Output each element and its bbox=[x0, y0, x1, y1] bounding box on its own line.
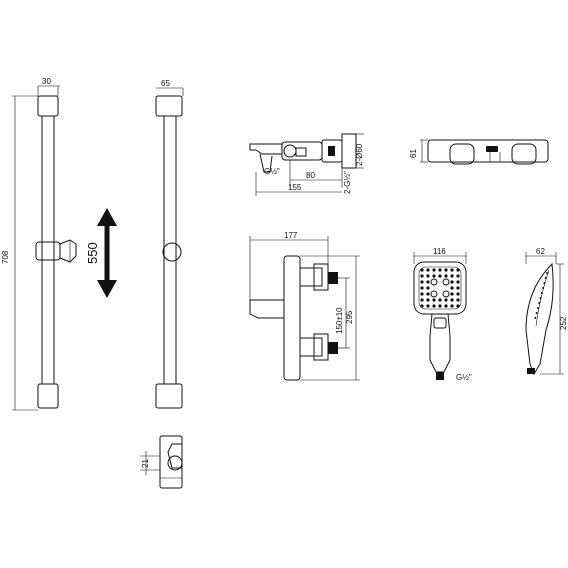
spray-nozzle bbox=[426, 268, 430, 272]
spray-nozzle bbox=[456, 274, 460, 278]
side-nozzle bbox=[534, 317, 537, 319]
rail-width-label: 30 bbox=[42, 77, 51, 86]
spray-nozzle bbox=[444, 274, 448, 278]
handshower-front-view: 116 G½" bbox=[413, 247, 472, 382]
side-nozzle bbox=[536, 307, 539, 309]
bath-mixer-top-view: 61 bbox=[409, 139, 549, 165]
spray-nozzle bbox=[444, 268, 448, 272]
spray-nozzle bbox=[426, 274, 430, 278]
spray-nozzle bbox=[426, 298, 430, 302]
rail-side-view: 65 bbox=[155, 79, 184, 409]
vertical-mixer-depth-label: 177 bbox=[284, 231, 298, 240]
spray-nozzle bbox=[426, 292, 430, 296]
holder-detail-view: 21 bbox=[140, 435, 183, 489]
spray-nozzle bbox=[456, 286, 460, 290]
spray-nozzle bbox=[438, 304, 442, 308]
bracket-depth-label: 65 bbox=[161, 79, 170, 88]
slide-travel-label: 550 bbox=[85, 242, 100, 264]
spray-nozzle bbox=[432, 304, 436, 308]
spray-nozzle bbox=[420, 280, 424, 284]
holder-offset-label: 21 bbox=[141, 459, 150, 468]
side-nozzles bbox=[534, 272, 548, 319]
spray-nozzle bbox=[450, 298, 454, 302]
mixer-inlet-thread-label: 2-G½" bbox=[343, 171, 352, 194]
spray-nozzle bbox=[438, 298, 442, 302]
rail-length-label: 708 bbox=[1, 250, 10, 264]
spray-nozzle bbox=[450, 286, 454, 290]
side-nozzle bbox=[542, 287, 545, 289]
spray-nozzle bbox=[438, 268, 442, 272]
spray-nozzle bbox=[450, 274, 454, 278]
spray-nozzle bbox=[420, 286, 424, 290]
spray-nozzle bbox=[432, 274, 436, 278]
side-nozzle bbox=[539, 297, 542, 299]
mixer-height-label: 61 bbox=[409, 149, 418, 158]
spray-nozzle bbox=[444, 304, 448, 308]
vertical-mixer-centers-label: 150±10 bbox=[335, 307, 344, 334]
vertical-mixer-height-label: 295 bbox=[345, 310, 354, 324]
spray-nozzle bbox=[456, 280, 460, 284]
slide-travel-indicator: 550 bbox=[85, 208, 117, 298]
side-nozzle bbox=[538, 302, 541, 304]
handshower-length-label: 252 bbox=[559, 316, 568, 330]
spray-nozzle bbox=[456, 292, 460, 296]
spray-nozzle bbox=[420, 298, 424, 302]
side-nozzle bbox=[544, 277, 547, 279]
spray-nozzle bbox=[426, 286, 430, 290]
spray-nozzle bbox=[420, 274, 424, 278]
spray-nozzle bbox=[450, 304, 454, 308]
spray-nozzle bbox=[438, 274, 442, 278]
spray-nozzle bbox=[426, 304, 430, 308]
handshower-depth-label: 62 bbox=[536, 247, 545, 256]
spray-nozzle bbox=[456, 304, 460, 308]
spray-nozzle bbox=[450, 280, 454, 284]
handshower-width-label: 116 bbox=[433, 247, 446, 256]
spray-nozzle bbox=[444, 298, 448, 302]
center-nozzle bbox=[442, 278, 450, 286]
spray-nozzle bbox=[456, 268, 460, 272]
spray-nozzle bbox=[432, 268, 436, 272]
bath-mixer-front-view: G½" 80 155 2-Ø60 2-G½" bbox=[249, 133, 364, 196]
spray-nozzle bbox=[420, 268, 424, 272]
mixer-outlet-spacing-label: 80 bbox=[306, 171, 315, 180]
center-nozzle bbox=[442, 290, 450, 298]
center-nozzle bbox=[430, 278, 438, 286]
spray-nozzle bbox=[450, 292, 454, 296]
side-nozzle bbox=[540, 292, 543, 294]
mixer-total-length-label: 155 bbox=[288, 183, 302, 192]
mixer-inlets-label: 2-Ø60 bbox=[355, 143, 364, 166]
spray-nozzles bbox=[420, 268, 460, 308]
handshower-thread-label: G½" bbox=[456, 373, 472, 382]
spray-nozzle bbox=[426, 280, 430, 284]
side-nozzle bbox=[546, 272, 548, 274]
side-nozzle bbox=[543, 282, 546, 284]
spray-nozzle bbox=[456, 298, 460, 302]
spray-nozzle bbox=[420, 304, 424, 308]
rail-front-view: 30 708 bbox=[1, 77, 77, 411]
spray-nozzle bbox=[420, 292, 424, 296]
side-nozzle bbox=[535, 312, 538, 314]
vertical-mixer-front-view: 177 150±10 295 bbox=[249, 231, 360, 381]
spray-nozzle bbox=[450, 268, 454, 272]
spray-nozzle bbox=[432, 298, 436, 302]
double-arrow-vertical-icon bbox=[97, 208, 117, 298]
handshower-side-view: 62 252 bbox=[525, 247, 568, 376]
mixer-thread-label: G½" bbox=[264, 167, 280, 176]
center-nozzle bbox=[430, 290, 438, 298]
